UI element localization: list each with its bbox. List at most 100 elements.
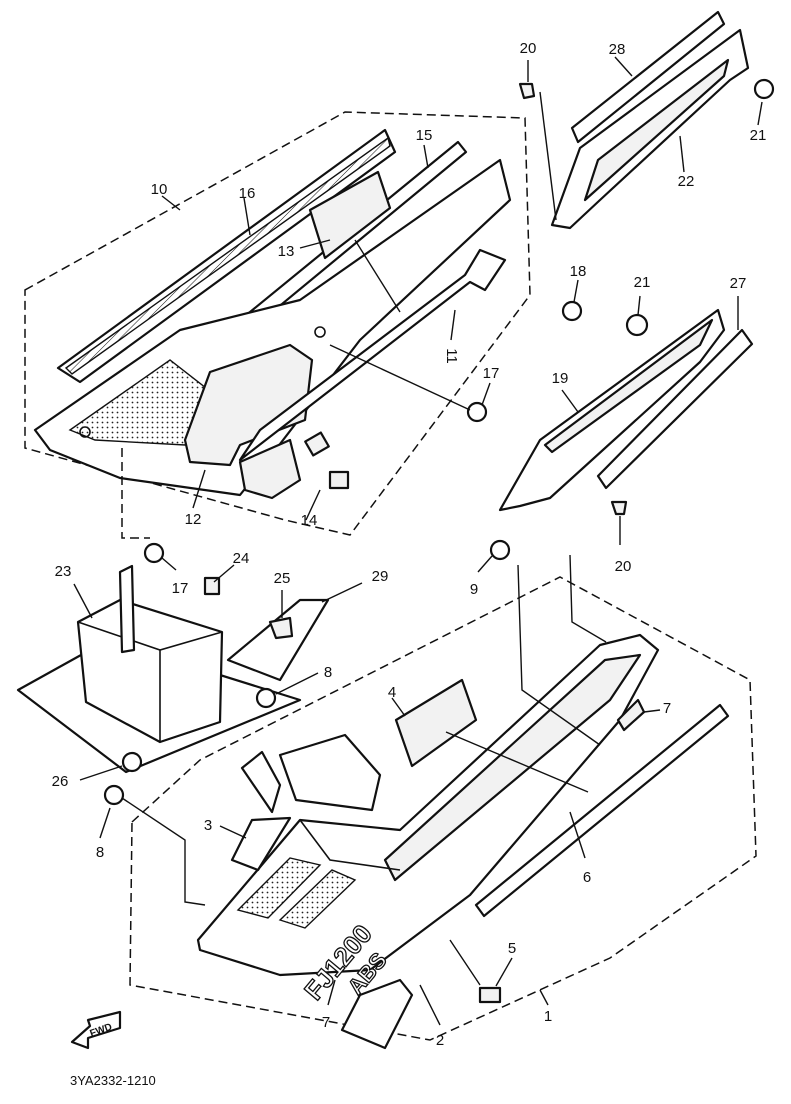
callout-3: 3 [204,817,212,834]
callout-9: 9 [470,581,478,598]
grommet-8-upper [255,687,277,709]
callout-20a: 20 [520,40,537,57]
leader-9 [477,555,493,573]
cover-lower-inner [383,653,642,882]
clip-24 [203,576,221,596]
decal-6 [474,703,730,918]
box-link-dash [121,448,150,539]
middle-right-cover-group [498,295,754,545]
leader-7a [643,709,661,713]
leader-6 [569,811,586,859]
diagram-code: 3YA2332-1210 [70,1073,156,1088]
callout-18: 18 [570,263,587,280]
cover-19-inner [543,318,714,454]
upper-assembly-group [24,111,583,536]
leader-19 [561,389,579,413]
leader-29 [321,582,363,603]
callout-5: 5 [508,940,516,957]
leader-3 [219,825,247,839]
callout-17b: 17 [172,580,189,597]
leader-15 [423,144,429,169]
leader-23 [73,583,93,619]
callout-12: 12 [185,511,202,528]
rail-11 [238,248,507,462]
callout-4: 4 [388,684,396,701]
callout-14: 14 [301,512,318,529]
leader-4 [391,697,406,717]
callout-17a: 17 [483,365,500,382]
callout-22: 22 [678,173,695,190]
trim-14 [238,438,302,500]
leader-9b [517,564,601,746]
callout-19: 19 [552,370,569,387]
leader-right-down [569,554,607,643]
leader-24 [213,564,235,583]
grommet-8-lower [103,784,125,806]
fwd-arrow-shape [70,1010,122,1050]
leader-20u-b [539,91,557,221]
bracket-3a [240,750,282,814]
callout-labels: 1 2 3 4 5 6 7 7 8 8 9 10 11 12 13 14 15 … [52,40,767,1049]
strap-29 [226,598,330,682]
vent-slot-1 [236,857,322,919]
clip-14a [304,431,330,457]
leader-16 [243,197,251,236]
decal-27 [596,328,754,490]
leader-8u [275,672,319,695]
callout-28: 28 [609,41,626,58]
callout-1: 1 [544,1008,552,1025]
callout-7b: 7 [322,1014,330,1031]
screw-20-middle [610,500,628,516]
cover-lower-ridge [299,819,401,871]
grommet-17-lower [143,542,165,564]
lower-assembly-group: FJ1200 ABS [99,539,757,1050]
callout-6: 6 [583,869,591,886]
upper-group-outline [24,111,531,536]
grab-handle-12 [183,343,314,467]
boss-1 [314,326,326,338]
lower-group-outline [129,576,757,1041]
leader-17u [481,382,491,406]
decal-16-stripe [64,136,391,375]
leader-8b [121,797,206,906]
box-bracket [118,564,136,654]
callout-20b: 20 [615,558,632,575]
leader-5 [495,957,513,987]
callout-29: 29 [372,568,389,585]
leader-18 [573,279,579,303]
callout-8a: 8 [324,664,332,681]
decal-28 [570,10,726,144]
callout-7a: 7 [663,700,671,717]
leader-12 [192,469,206,509]
leader-8l [99,807,111,839]
emblem-4 [394,678,478,768]
leader-26 [79,765,123,781]
cover-22-inner [583,58,730,202]
callout-23: 23 [55,563,72,580]
leader-4b [445,731,589,793]
callout-24: 24 [233,550,250,567]
leader-13b [354,239,401,313]
leader-17l [161,557,177,571]
callout-8b: 8 [96,844,104,861]
bolt-25 [268,616,294,640]
leader-21m [637,295,641,316]
leader-28 [614,56,633,77]
grommet-18 [561,300,583,322]
callout-21a: 21 [750,127,767,144]
grommet-21-upper [753,78,775,100]
bracket-3c [230,816,292,872]
leader-10 [161,195,181,211]
leader-2 [419,984,441,1026]
callout-11: 11 [443,348,460,364]
callout-10: 10 [151,181,168,198]
fwd-arrow: FWD [70,1010,122,1050]
trim-2 [340,978,414,1050]
screw-20-upper [518,82,536,100]
callout-13: 13 [278,243,295,260]
leader-1 [539,989,549,1006]
grommet-26 [121,751,143,773]
side-cover-upper [33,158,512,497]
callout-26: 26 [52,773,69,790]
